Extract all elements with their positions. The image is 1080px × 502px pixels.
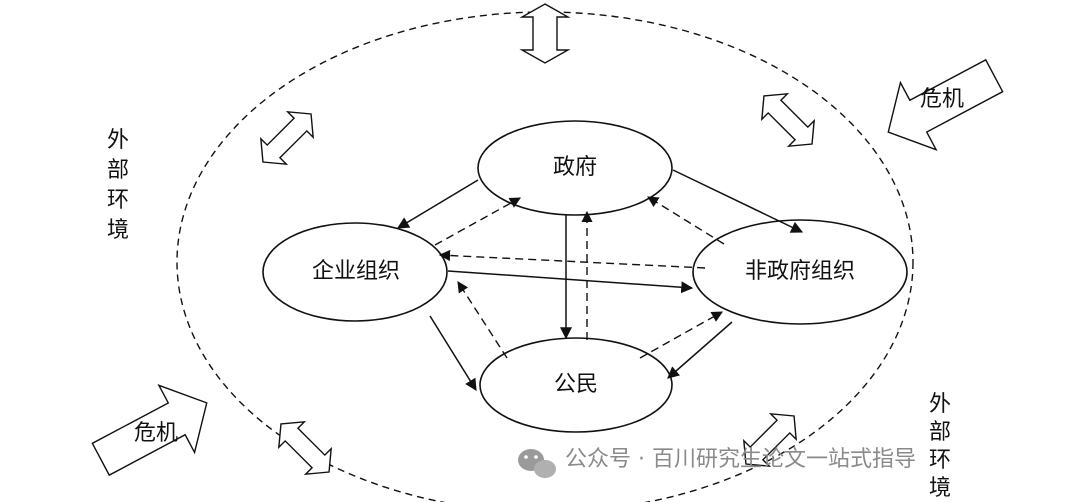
- ngo-label: 非政府组织: [745, 259, 855, 284]
- watermark-text: 公众号 · 百川研究生论文一站式指导: [565, 447, 916, 472]
- crisis-label-top-right: 危机: [920, 87, 964, 112]
- node-ngo: 非政府组织: [692, 219, 908, 325]
- env-left-char-1: 外: [107, 128, 129, 153]
- top-double-arrow: [519, 3, 571, 64]
- watermark: 公众号 · 百川研究生论文一站式指导: [518, 447, 916, 478]
- citizen-label: 公民: [554, 372, 598, 397]
- env-left-char-2: 部: [107, 158, 129, 183]
- arrow-enterprise-to-gov: [434, 197, 521, 246]
- wechat-icon: [518, 449, 556, 478]
- crisis-arrow-top-right: 危机: [887, 58, 1004, 151]
- env-right-char-3: 环: [929, 448, 951, 473]
- env-left-char-3: 环: [107, 188, 129, 213]
- enterprise-label: 企业组织: [312, 259, 400, 284]
- env-right-char-1: 外: [929, 392, 951, 417]
- dashed-arrows: [434, 196, 725, 359]
- crisis-label-bottom-left: 危机: [134, 421, 178, 446]
- crisis-arrow-bottom-left: 危机: [91, 384, 208, 477]
- arrow-ngo-to-citizen: [667, 321, 733, 379]
- node-enterprise: 企业组织: [262, 222, 448, 322]
- node-citizen: 公民: [479, 337, 673, 433]
- env-left-char-4: 境: [107, 218, 129, 243]
- node-government: 政府: [477, 120, 673, 216]
- double-arrow-lower-right: [742, 412, 798, 468]
- arrow-citizen-to-ngo: [639, 311, 723, 359]
- arrow-enterprise-to-ngo: [447, 270, 694, 294]
- environment-label-left: 外 部 环 境: [107, 128, 129, 243]
- double-arrow-upper-left: [259, 110, 315, 166]
- double-arrow-upper-right: [760, 92, 816, 148]
- arrow-citizen-to-enterprise: [457, 281, 508, 359]
- arrow-gov-to-ngo: [672, 169, 804, 233]
- env-right-char-4: 境: [929, 476, 951, 501]
- arrow-enterprise-to-citizen: [429, 315, 477, 392]
- env-right-char-2: 部: [929, 420, 951, 445]
- arrow-ngo-to-enterprise: [438, 249, 706, 269]
- arrow-gov-to-enterprise: [396, 179, 479, 229]
- solid-arrows: [396, 169, 804, 392]
- government-label: 政府: [553, 155, 597, 180]
- environment-label-right: 外 部 环 境: [929, 392, 951, 501]
- arrow-ngo-to-gov: [647, 196, 725, 245]
- double-arrow-lower-left: [277, 420, 333, 476]
